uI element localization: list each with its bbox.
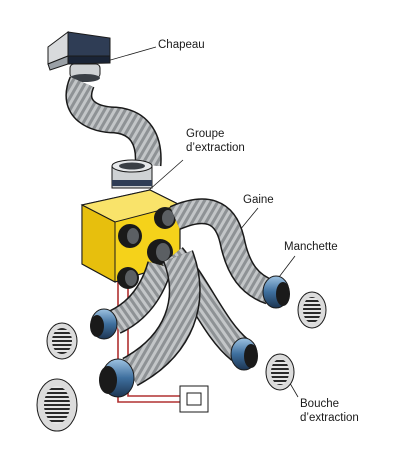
label-bouche-extraction: Bouche d’extraction xyxy=(300,397,359,425)
label-gaine: Gaine xyxy=(243,193,274,207)
top-duct xyxy=(67,77,161,166)
label-bouche-line1: Bouche xyxy=(300,398,340,410)
collar-left xyxy=(90,308,118,340)
label-chapeau: Chapeau xyxy=(158,38,205,52)
grille-lower-left xyxy=(36,378,78,432)
label-manchette: Manchette xyxy=(284,240,338,254)
label-bouche-line2: d’extraction xyxy=(300,412,359,424)
grille-right xyxy=(297,291,327,329)
label-groupe-line1: Groupe xyxy=(186,128,225,140)
collar-right xyxy=(262,275,290,309)
label-manchette-text: Manchette xyxy=(284,241,338,253)
extraction-unit xyxy=(80,159,182,289)
label-gaine-text: Gaine xyxy=(243,194,274,206)
grille-lower-right xyxy=(265,353,295,391)
collar-lower-left xyxy=(99,358,135,398)
label-chapeau-text: Chapeau xyxy=(158,39,205,51)
label-groupe-line2: d’extraction xyxy=(186,142,245,154)
collar-lower-right xyxy=(230,337,258,371)
label-groupe-extraction: Groupe d’extraction xyxy=(186,127,245,155)
flex-ducts xyxy=(109,198,275,387)
roof-cap xyxy=(47,31,111,82)
grille-left xyxy=(46,322,78,360)
control-switch xyxy=(179,385,209,413)
